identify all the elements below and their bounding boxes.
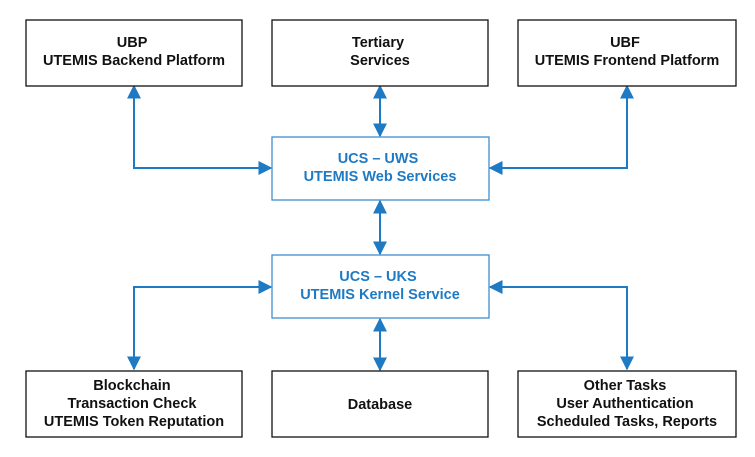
edge-uks-other [488, 280, 634, 371]
node-uws-line-1: UCS – UWS [338, 151, 419, 167]
edge-ubp-uws [127, 84, 273, 175]
node-blockchain-line-3: UTEMIS Token Reputation [44, 414, 224, 430]
node-other: Other Tasks User Authentication Schedule… [517, 370, 737, 438]
svg-text:Tertiary Services: Tertiary Services [350, 35, 410, 69]
node-uws-box [271, 136, 490, 201]
svg-text:UCS – UKS UTEMIS Kernel: UCS – UKS UTEMIS Kernel Service [300, 269, 460, 303]
node-uws-line-2: UTEMIS Web Services [304, 169, 457, 185]
node-blockchain: Blockchain Transaction Check UTEMIS Toke… [25, 370, 243, 438]
svg-text:UCS – UWS UTEMIS Web Ser: UCS – UWS UTEMIS Web Services [304, 151, 457, 185]
edge-uks-blockchain [127, 280, 273, 371]
svg-text:Other Tasks User Authent: Other Tasks User Authentication Schedule… [537, 378, 717, 430]
node-other-line-3: Scheduled Tasks, Reports [537, 414, 717, 430]
node-tertiary-line-1: Tertiary [352, 35, 404, 51]
svg-text:Database: Database [348, 397, 412, 413]
node-database-box [271, 370, 489, 438]
node-ubp: UBP UTEMIS Backend Platform [25, 19, 243, 87]
connectors [127, 84, 634, 372]
node-blockchain-line-2: Transaction Check [68, 396, 198, 412]
node-uks: UCS – UKS UTEMIS Kernel Service [271, 254, 490, 319]
node-other-box [517, 370, 737, 438]
node-blockchain-line-1: Blockchain [93, 378, 170, 394]
node-ubf-line-2: UTEMIS Frontend Platform [535, 53, 719, 69]
node-tertiary-line-2: Services [350, 53, 410, 69]
node-uws: UCS – UWS UTEMIS Web Services [271, 136, 490, 201]
node-other-line-2: User Authentication [556, 396, 693, 412]
node-tertiary-box [271, 19, 489, 87]
svg-text:Blockchain Transaction C: Blockchain Transaction Check UTEMIS Toke… [44, 378, 224, 430]
node-uks-line-2: UTEMIS Kernel Service [300, 287, 460, 303]
edge-ubf-uws [488, 84, 634, 175]
node-ubp-line-2: UTEMIS Backend Platform [43, 53, 225, 69]
node-database-line-1: Database [348, 397, 412, 413]
node-ubp-line-1: UBP [117, 35, 148, 51]
node-database: Database [271, 370, 489, 438]
node-ubf-line-1: UBF [610, 35, 640, 51]
node-uks-line-1: UCS – UKS [339, 269, 417, 285]
node-tertiary: Tertiary Services [271, 19, 489, 87]
svg-text:UBF UTEMIS Frontend Plat: UBF UTEMIS Frontend Platform [535, 35, 719, 69]
node-ubp-box [25, 19, 243, 87]
node-blockchain-box [25, 370, 243, 438]
svg-text:UBP UTEMIS Backend Platf: UBP UTEMIS Backend Platform [43, 35, 225, 69]
node-ubf-box [517, 19, 737, 87]
node-uks-box [271, 254, 490, 319]
node-other-line-1: Other Tasks [584, 378, 667, 394]
node-ubf: UBF UTEMIS Frontend Platform [517, 19, 737, 87]
